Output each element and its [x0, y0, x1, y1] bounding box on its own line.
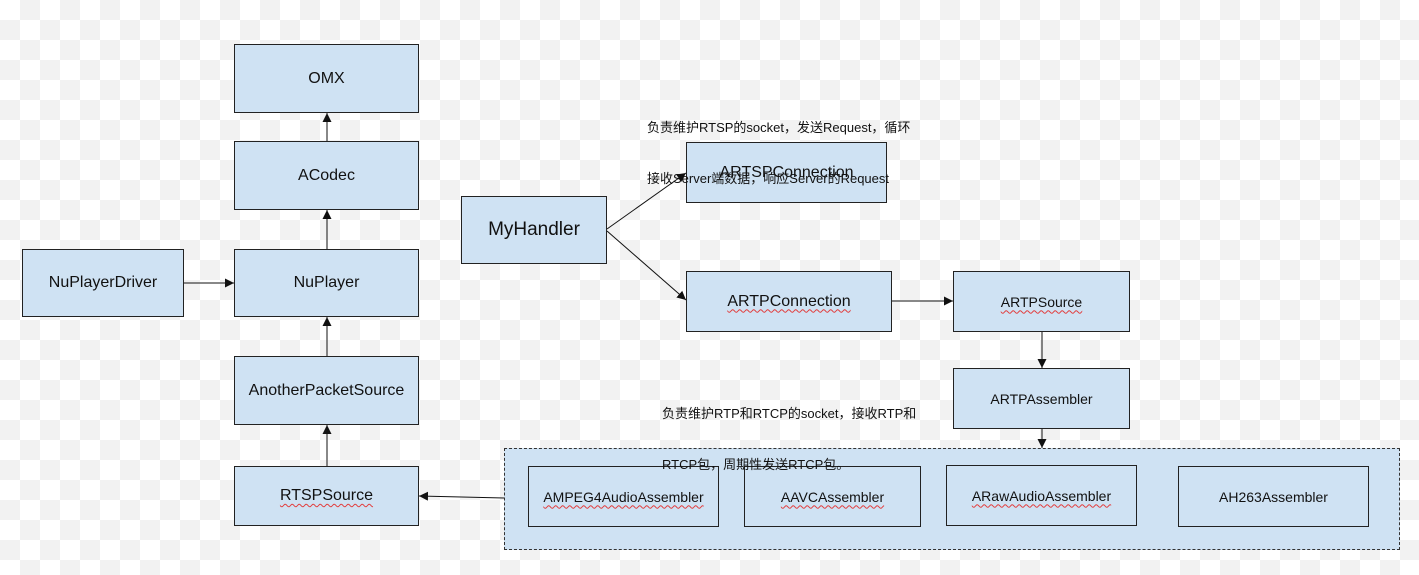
node-nuplayer-driver[interactable]: NuPlayerDriver: [22, 249, 184, 317]
node-nuplayer[interactable]: NuPlayer: [234, 249, 419, 317]
node-nuplayer-driver-label: NuPlayerDriver: [48, 274, 158, 291]
node-my-handler[interactable]: MyHandler: [461, 196, 607, 264]
note-rtp-line1: 负责维护RTP和RTCP的socket，接收RTP和: [662, 406, 917, 421]
note-rtsp-line1: 负责维护RTSP的socket，发送Request，循环: [647, 120, 911, 135]
node-ampeg4-audio-assembler-label: AMPEG4AudioAssembler: [543, 488, 704, 505]
node-artp-source[interactable]: ARTPSource: [953, 271, 1130, 332]
note-rtp-line2: RTCP包，周期性发送RTCP包。: [662, 457, 850, 472]
node-artsp-connection-label: ARTSPConnection: [719, 163, 854, 181]
edge-handler-to-artp: [606, 230, 687, 301]
node-artp-connection[interactable]: ARTPConnection: [686, 271, 892, 332]
node-artsp-connection[interactable]: ARTSPConnection: [686, 142, 887, 203]
node-my-handler-label: MyHandler: [488, 219, 580, 240]
node-artp-source-label: ARTPSource: [1000, 293, 1083, 310]
edge-handler-to-artsp: [606, 172, 687, 230]
node-artp-connection-label: ARTPConnection: [727, 292, 851, 310]
node-araw-audio-assembler-label: ARawAudioAssembler: [971, 487, 1112, 504]
node-rtsp-source[interactable]: RTSPSource: [234, 466, 419, 526]
node-acodec[interactable]: ACodec: [234, 141, 419, 210]
node-aavc-assembler[interactable]: AAVCAssembler: [744, 466, 921, 527]
node-aavc-assembler-label: AAVCAssembler: [780, 488, 885, 505]
node-artp-assembler[interactable]: ARTPAssembler: [953, 368, 1130, 429]
node-acodec-label: ACodec: [298, 166, 355, 184]
node-ah263-assembler[interactable]: AH263Assembler: [1178, 466, 1369, 527]
edge-group-to-rtspsource: [418, 491, 505, 501]
node-omx-label: OMX: [308, 69, 345, 87]
note-rtsp-line2: 接收Server端数据，响应Server的Request: [647, 171, 889, 186]
node-another-packet-source-label: AnotherPacketSource: [248, 381, 405, 399]
node-araw-audio-assembler[interactable]: ARawAudioAssembler: [946, 465, 1137, 526]
node-rtsp-source-label: RTSPSource: [279, 487, 374, 504]
node-ampeg4-audio-assembler[interactable]: AMPEG4AudioAssembler: [528, 466, 719, 527]
node-omx[interactable]: OMX: [234, 44, 419, 113]
node-artp-assembler-label: ARTPAssembler: [990, 390, 1093, 407]
note-rtsp-connection: 负责维护RTSP的socket，发送Request，循环 接收Server端数据…: [647, 85, 910, 221]
note-rtp-connection: 负责维护RTP和RTCP的socket，接收RTP和 RTCP包，周期性发送RT…: [662, 371, 916, 507]
node-another-packet-source[interactable]: AnotherPacketSource: [234, 356, 419, 425]
node-nuplayer-label: NuPlayer: [293, 274, 360, 291]
node-ah263-assembler-label: AH263Assembler: [1219, 488, 1328, 505]
